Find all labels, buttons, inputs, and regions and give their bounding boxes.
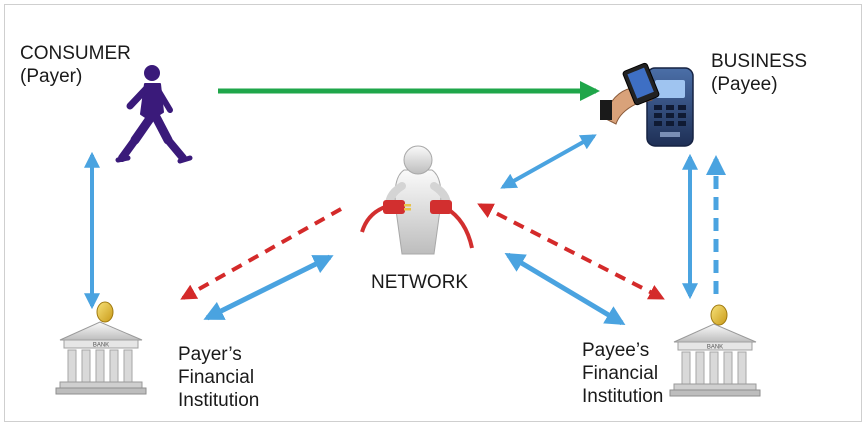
payer-fi-network-arrow (203, 254, 334, 321)
network-title: NETWORK (371, 272, 469, 293)
network-label: NETWORK (371, 271, 468, 294)
svg-text:BANK: BANK (93, 343, 109, 349)
card-terminal-icon (600, 62, 694, 147)
business-role: (Payee) (711, 74, 778, 95)
payer-fi-line-1: Payer’s (178, 344, 242, 365)
consumer-role: (Payer) (20, 66, 83, 87)
network-payee-fi-dashed-arrow (477, 203, 665, 300)
svg-text:BANK: BANK (707, 345, 723, 351)
bank-icon: BANK (55, 301, 147, 395)
payer-fi-label: Payer’s Financial Institution (178, 343, 259, 412)
figure-connecting-plugs-icon (360, 145, 474, 255)
payer-fi-line-3: Institution (178, 390, 260, 411)
business-label: BUSINESS (Payee) (711, 50, 807, 96)
payee-fi-line-3: Institution (582, 386, 664, 407)
network-payer-fi-dashed-arrow (180, 207, 342, 300)
business-title: BUSINESS (711, 51, 808, 72)
consumer-title: CONSUMER (20, 43, 131, 64)
walking-person-icon (115, 65, 193, 164)
consumer-label: CONSUMER (Payer) (20, 42, 131, 88)
bank-icon: BANK (669, 304, 761, 397)
payee-fi-line-2: Financial (582, 363, 659, 384)
network-business-arrow (500, 134, 597, 189)
diagram-frame (4, 4, 862, 422)
network-payee-fi-arrow (504, 252, 626, 326)
payee-fi-line-1: Payee’s (582, 340, 650, 361)
payer-fi-line-2: Financial (178, 367, 255, 388)
payee-fi-label: Payee’s Financial Institution (582, 339, 663, 408)
